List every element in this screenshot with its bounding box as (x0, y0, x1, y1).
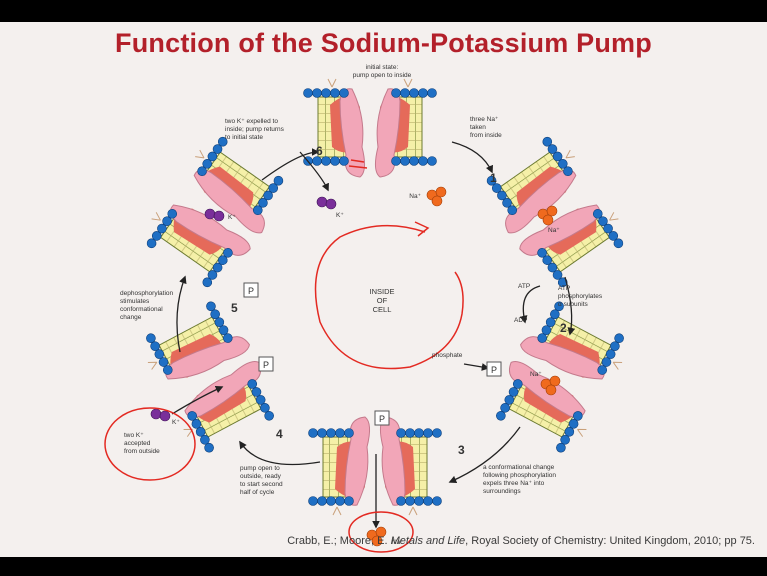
p-symbol-2: P (263, 360, 269, 370)
step6-line2: inside; pump returns (225, 126, 285, 133)
k-accepted-line3: from outside (124, 448, 160, 455)
step3-line2: following phosphorylation (483, 472, 556, 479)
citation-authors: Crabb, E.; Moore, E. (287, 535, 387, 547)
bottom-black-bar (0, 557, 767, 576)
step2-line2: phosphorylates (558, 293, 603, 300)
arrow-step6 (262, 152, 318, 180)
step6-line3: to initial state (225, 134, 263, 141)
step-number-1: 1 (490, 171, 497, 185)
na-label-entering: Na⁺ (409, 193, 421, 200)
step4-line2: outside, ready (240, 473, 282, 480)
pump-step3 (309, 417, 442, 515)
step3-line3: expels three Na⁺ into (483, 480, 545, 487)
center-label-cell: CELL (373, 305, 392, 314)
na-label-step1: Na⁺ (548, 227, 560, 234)
citation: Crabb, E.; Moore, E. Metals and Life, Ro… (287, 535, 755, 547)
center-label-inside: INSIDE (369, 287, 394, 296)
top-state-line2: pump open to inside (353, 72, 412, 79)
citation-book: Metals and Life (391, 535, 466, 547)
pump-step4 (136, 295, 285, 458)
k-accepted-line1: two K⁺ (124, 432, 144, 439)
pump-initial-state (304, 79, 437, 177)
atp-label: ATP (518, 283, 530, 290)
step-number-3: 3 (458, 443, 465, 457)
step3-line1: a conformational change (483, 464, 555, 471)
step-number-4: 4 (276, 427, 283, 441)
step4-line3: to start second (240, 481, 283, 488)
arrow-step4 (240, 442, 320, 465)
step5-line4: change (120, 314, 142, 321)
citation-rest: , Royal Society of Chemistry: United Kin… (465, 535, 755, 547)
k-label-outside: K⁺ (172, 419, 180, 426)
slide: Function of the Sodium-Potassium Pump (0, 22, 767, 557)
step1-line2: taken (470, 124, 486, 131)
na-label-step2: Na⁺ (530, 371, 542, 378)
step6-line1: two K⁺ expelled to (225, 118, 278, 125)
step-number-5: 5 (231, 301, 238, 315)
top-state-line1: initial state: (366, 64, 399, 71)
k-label-released: K⁺ (336, 212, 344, 219)
adp-label: ADP (514, 317, 527, 324)
k-label-step6: K⁺ (228, 214, 236, 221)
step4-line4: half of cycle (240, 489, 275, 496)
p-symbol-1: P (248, 286, 254, 296)
arrow-step1 (452, 142, 492, 172)
step-number-6: 6 (316, 144, 323, 158)
step5-line3: conformational (120, 306, 163, 313)
step-number-2: 2 (560, 321, 567, 335)
p-symbol-3: P (491, 365, 497, 375)
k-accepted-line2: accepted (124, 440, 151, 447)
red-cycle-scribble (316, 226, 464, 369)
top-black-bar (0, 0, 767, 22)
pump-step2 (485, 295, 634, 458)
k-ions-released (317, 197, 336, 209)
step5-line2: stimulates (120, 298, 150, 305)
pump-cycle-diagram: P P P P INSIDE OF CELL initial state: pu… (0, 22, 767, 557)
p-symbol-4: P (379, 414, 385, 424)
arrow-phosphate (464, 364, 488, 368)
step1-line1: three Na⁺ (470, 116, 499, 123)
atp-label-right: ATP (558, 285, 570, 292)
phosphate-label: phosphate (432, 352, 463, 359)
step1-line3: from inside (470, 132, 502, 139)
step5-line1: dephosphorylation (120, 290, 174, 297)
center-label-of: OF (377, 296, 388, 305)
step3-line4: surroundings (483, 488, 521, 495)
step2-line3: α subunits (558, 301, 589, 308)
na-ions-entering (427, 187, 446, 206)
step4-line1: pump open to (240, 465, 280, 472)
